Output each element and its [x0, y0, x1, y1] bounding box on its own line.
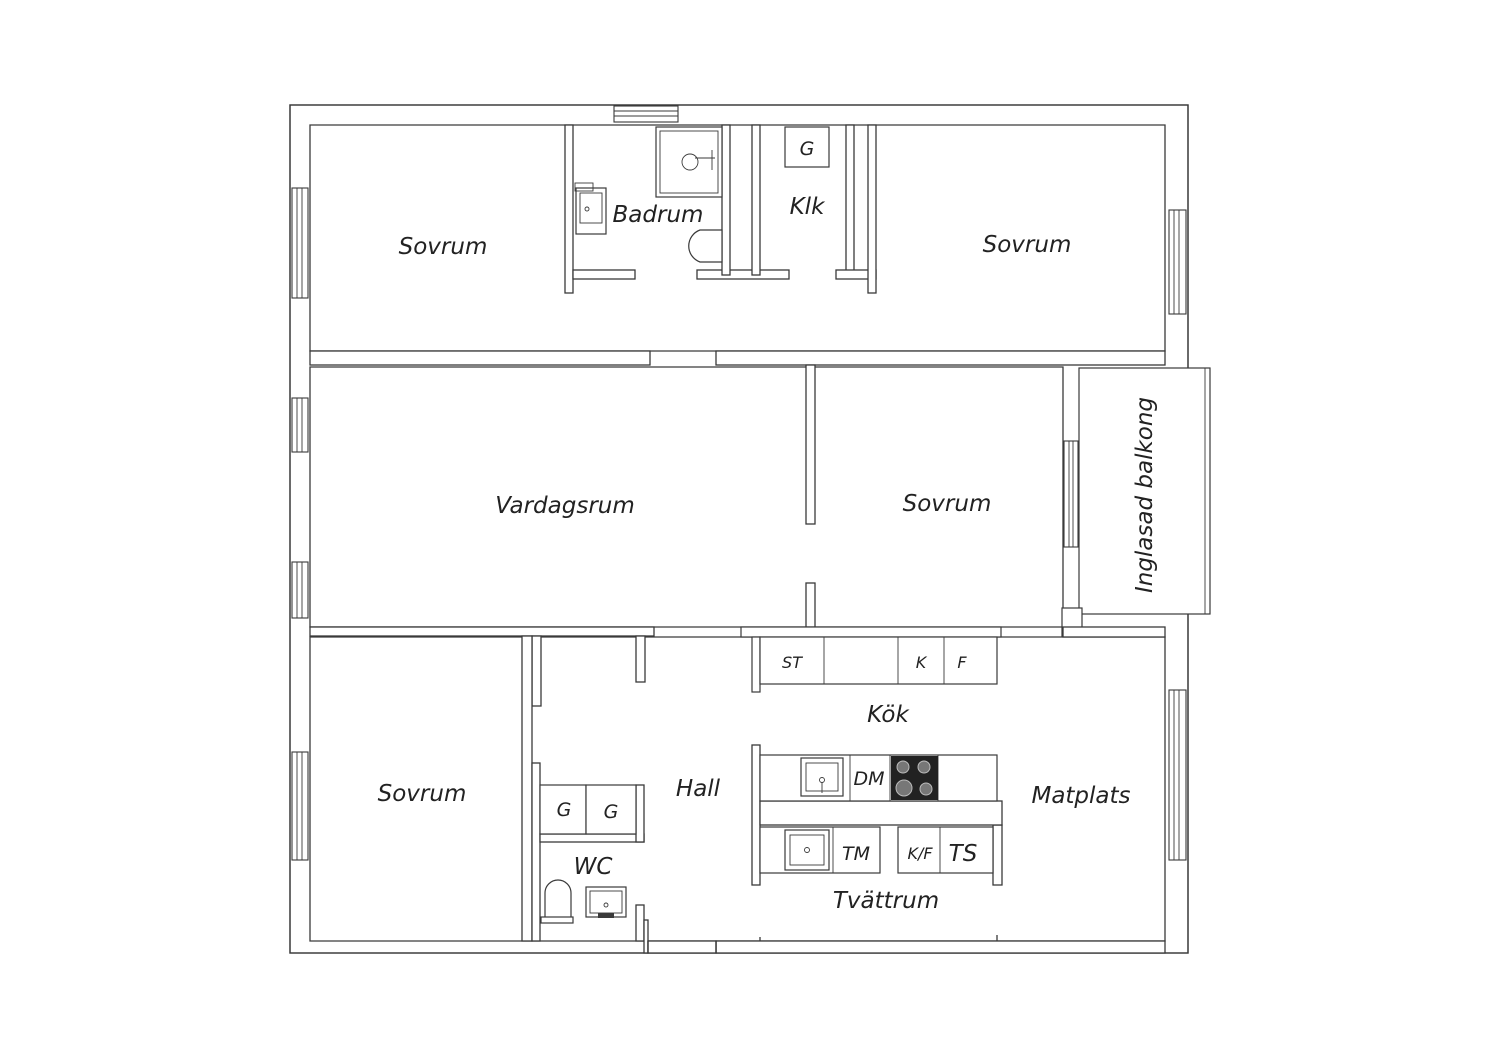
- label-tm: TM: [842, 843, 870, 865]
- label-klk: Klk: [790, 194, 826, 220]
- wc-fixtures: [540, 879, 627, 924]
- label-badrum: Badrum: [613, 202, 704, 228]
- label-sovrum-ne: Sovrum: [983, 232, 1072, 258]
- fixture-labels: G G G ST K F DM TM K/F TS: [557, 138, 978, 867]
- label-ts: TS: [949, 841, 978, 867]
- closet-fixtures: [784, 126, 830, 168]
- label-k: K: [916, 653, 928, 672]
- label-closet-g: G: [800, 138, 815, 160]
- label-vardagsrum: Vardagsrum: [495, 493, 635, 519]
- label-hall-g2: G: [604, 801, 619, 823]
- balcony-outline: [1061, 367, 1211, 637]
- kitchen-lower-counter: [759, 754, 998, 802]
- label-wc: WC: [574, 854, 613, 880]
- hall-storage: [539, 784, 637, 835]
- windows: [291, 105, 1187, 861]
- label-kok: Kök: [867, 702, 910, 728]
- label-f: F: [957, 653, 967, 672]
- label-st: ST: [782, 653, 803, 672]
- label-hall-g1: G: [557, 799, 572, 821]
- label-hall: Hall: [676, 776, 721, 802]
- label-dm: DM: [853, 768, 884, 790]
- label-sovrum-nw: Sovrum: [399, 234, 488, 260]
- label-sovrum-mid: Sovrum: [903, 491, 992, 517]
- laundry-counter: [759, 826, 994, 874]
- label-kf: K/F: [907, 844, 933, 863]
- label-tvattrum: Tvättrum: [833, 888, 939, 914]
- label-inglasad-balkong: Inglasad balkong: [1132, 397, 1158, 593]
- interior-walls: [309, 124, 1166, 954]
- bathroom-fixtures: [574, 126, 723, 263]
- room-labels: Sovrum Badrum Klk Sovrum Vardagsrum Sovr…: [378, 194, 1158, 914]
- label-matplats: Matplats: [1031, 783, 1130, 809]
- kitchen-top-counter: [740, 626, 1002, 693]
- label-sovrum-sw: Sovrum: [378, 781, 467, 807]
